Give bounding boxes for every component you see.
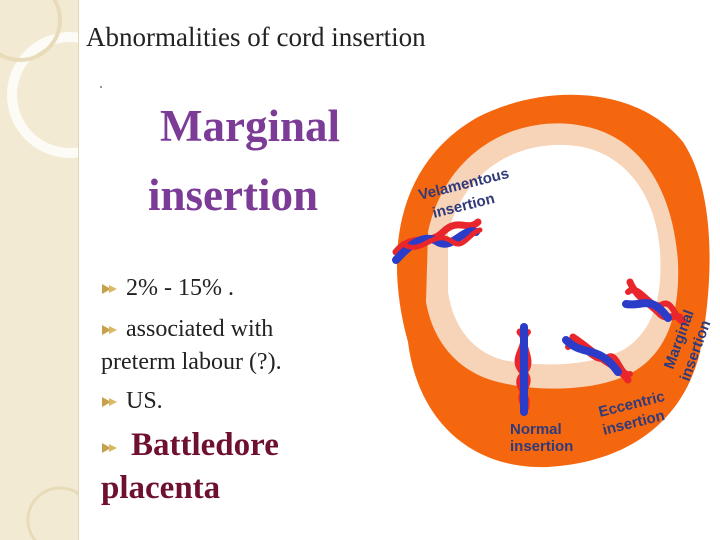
marginal-cord <box>622 278 687 325</box>
decorative-circles <box>0 0 78 540</box>
label-normal-1: Normal <box>510 421 562 438</box>
label-normal-2: insertion <box>510 438 573 455</box>
bullet-us: US. <box>126 388 163 414</box>
bullet-association-line2: preterm labour (?). <box>101 349 282 375</box>
cord-insertion-diagram: Velamentous insertion Marginal insertion… <box>392 94 714 468</box>
velamentous-cord <box>392 218 483 264</box>
slide-title: Abnormalities of cord insertion <box>86 22 426 52</box>
bullet-battledore-line1: Battledore <box>131 427 279 463</box>
heading-line-1: Marginal <box>160 101 340 151</box>
inner-disc <box>448 144 661 365</box>
bullet-prevalence: 2% - 15% . <box>126 275 234 301</box>
dot-marker <box>100 86 102 88</box>
bullet-battledore-line2: placenta <box>101 470 221 506</box>
normal-cord <box>514 323 532 416</box>
eccentric-cord <box>562 333 633 384</box>
bullet-association-line1: associated with <box>126 316 274 342</box>
bullet-icon <box>102 325 117 335</box>
bullet-icon <box>102 284 117 294</box>
sidebar-panel <box>0 0 79 540</box>
bullet-icon <box>102 397 117 407</box>
bullet-icon <box>102 443 117 453</box>
heading-line-2: insertion <box>148 170 319 220</box>
